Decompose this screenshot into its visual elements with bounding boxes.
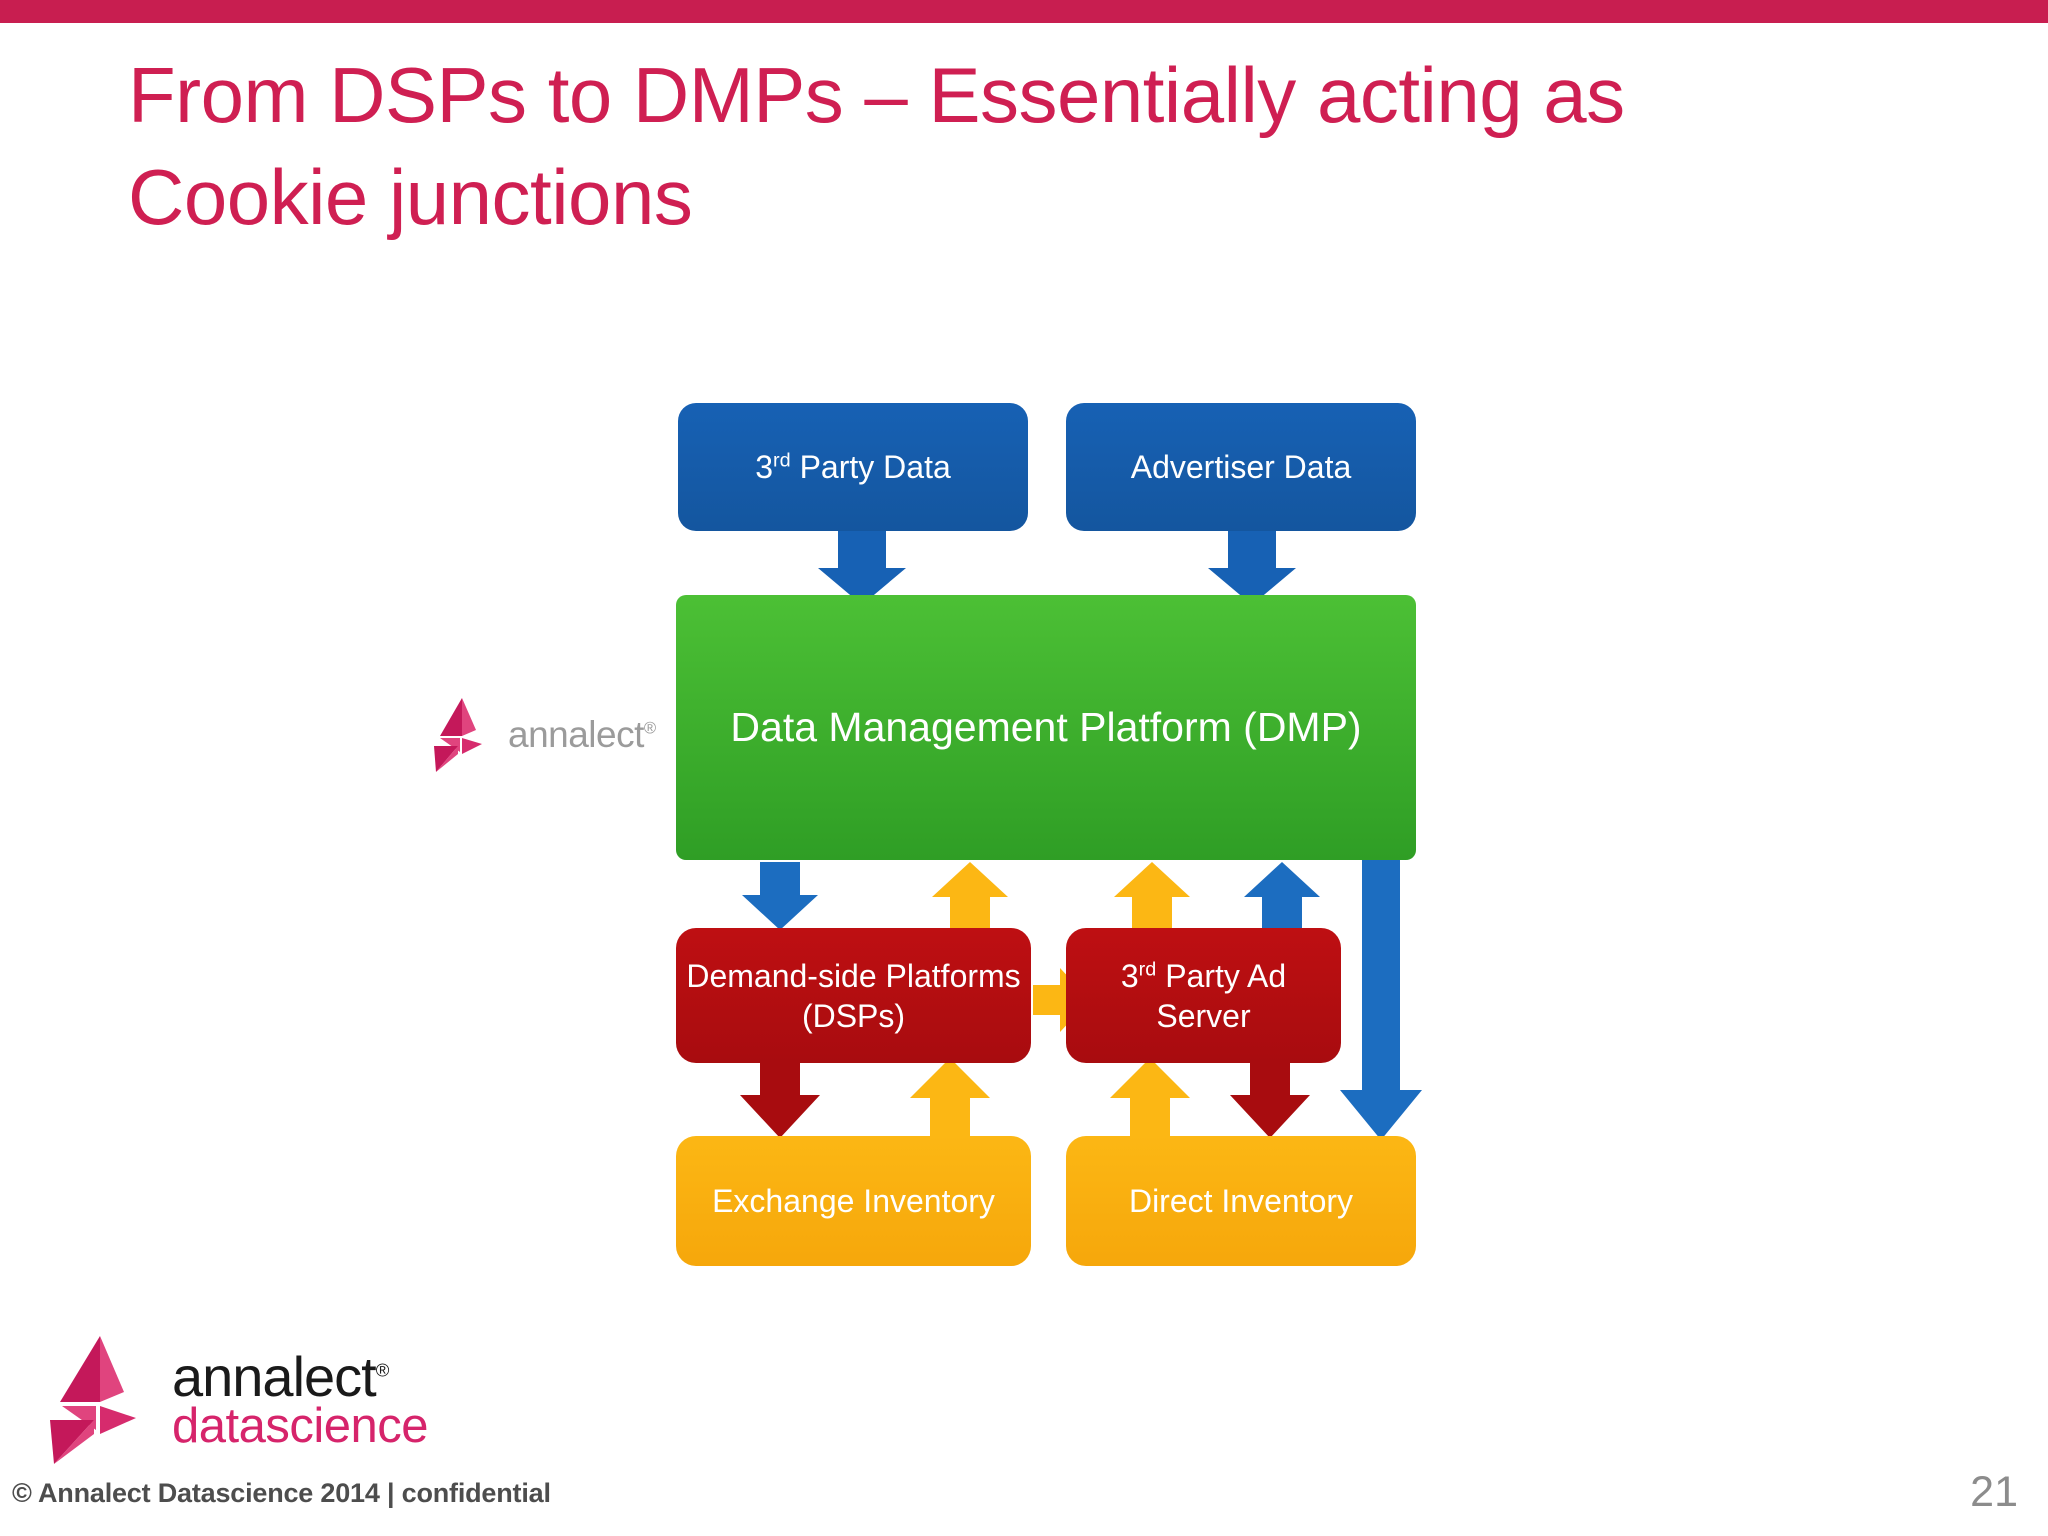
page-title-line-2: Cookie junctions — [128, 153, 693, 241]
arrow-dsp-to-exchange-inventory — [740, 1060, 820, 1138]
arrow-dsp-to-dmp — [932, 862, 1008, 930]
arrow-ad-server-to-dmp-orange — [1114, 862, 1190, 930]
page-title: From DSPs to DMPs – Essentially acting a… — [128, 56, 1928, 236]
node-advertiser-data-label: Advertiser Data — [1130, 449, 1352, 485]
arrow-exchange-inventory-to-dsp — [910, 1058, 990, 1138]
annalect-logo-inline: annalect® — [420, 690, 670, 780]
arrow-direct-inventory-to-ad-server — [1110, 1058, 1190, 1138]
node-third-party-ad-server[interactable]: 3rd Party Ad Server — [1066, 928, 1341, 1063]
arrow-ad-server-to-dmp-blue — [1244, 862, 1320, 930]
node-dmp-label: Data Management Platform (DMP) — [730, 703, 1362, 750]
node-third-party-data-label: 3rd Party Data — [755, 447, 951, 487]
arrow-3rd-party-data-to-dmp — [818, 525, 906, 605]
arrow-ad-server-to-direct-inventory — [1230, 1060, 1310, 1138]
node-direct-inventory[interactable]: Direct Inventory — [1066, 1136, 1416, 1266]
arrow-advertiser-data-to-dmp — [1208, 525, 1296, 605]
arrow-dmp-to-direct-inventory — [1340, 855, 1422, 1140]
arrow-dmp-to-dsp — [742, 862, 818, 930]
brand-tagline-footer: datascience — [172, 1399, 429, 1454]
annalect-mark-icon — [420, 696, 492, 774]
annalect-mark-footer-icon — [30, 1334, 150, 1466]
label-rest: Party Ad — [1156, 957, 1287, 994]
brand-name-footer: annalect® — [172, 1345, 389, 1409]
node-dsp-label-line-1: Demand-side Platforms — [686, 957, 1021, 994]
label-rest: Party Data — [790, 449, 951, 485]
top-accent-bar — [0, 0, 2048, 23]
annalect-wordmark-footer: annalect® datascience — [172, 1345, 429, 1454]
node-exchange-inventory-label: Exchange Inventory — [712, 1183, 995, 1219]
node-dsp[interactable]: Demand-side Platforms (DSPs) — [676, 928, 1031, 1063]
node-dmp[interactable]: Data Management Platform (DMP) — [676, 595, 1416, 860]
node-exchange-inventory[interactable]: Exchange Inventory — [676, 1136, 1031, 1266]
label-sup: rd — [1138, 957, 1157, 980]
brand-name: annalect — [508, 714, 644, 755]
node-direct-inventory-label: Direct Inventory — [1128, 1183, 1354, 1219]
copyright-notice: © Annalect Datascience 2014 | confidenti… — [12, 1478, 551, 1508]
node-dsp-label-line-2: (DSPs) — [801, 997, 906, 1034]
node-advertiser-data[interactable]: Advertiser Data — [1066, 403, 1416, 531]
label-num: 3 — [1120, 957, 1139, 994]
annalect-wordmark-inline: annalect® — [508, 714, 656, 756]
node-third-party-data[interactable]: 3rd Party Data — [678, 403, 1028, 531]
page-number: 21 — [1970, 1468, 2018, 1516]
annalect-logo-footer: annalect® datascience — [30, 1330, 429, 1470]
node-ad-server-label-line-2: Server — [1156, 997, 1251, 1034]
page-title-line-1: From DSPs to DMPs – Essentially acting a… — [128, 51, 1625, 139]
arrow-dsp-to-ad-server — [1033, 968, 1090, 1032]
label-num: 3 — [755, 449, 774, 485]
registered-mark: ® — [643, 718, 656, 738]
label-sup: rd — [773, 449, 791, 472]
node-ad-server-label-line-1: 3rd Party Ad — [1121, 956, 1286, 996]
